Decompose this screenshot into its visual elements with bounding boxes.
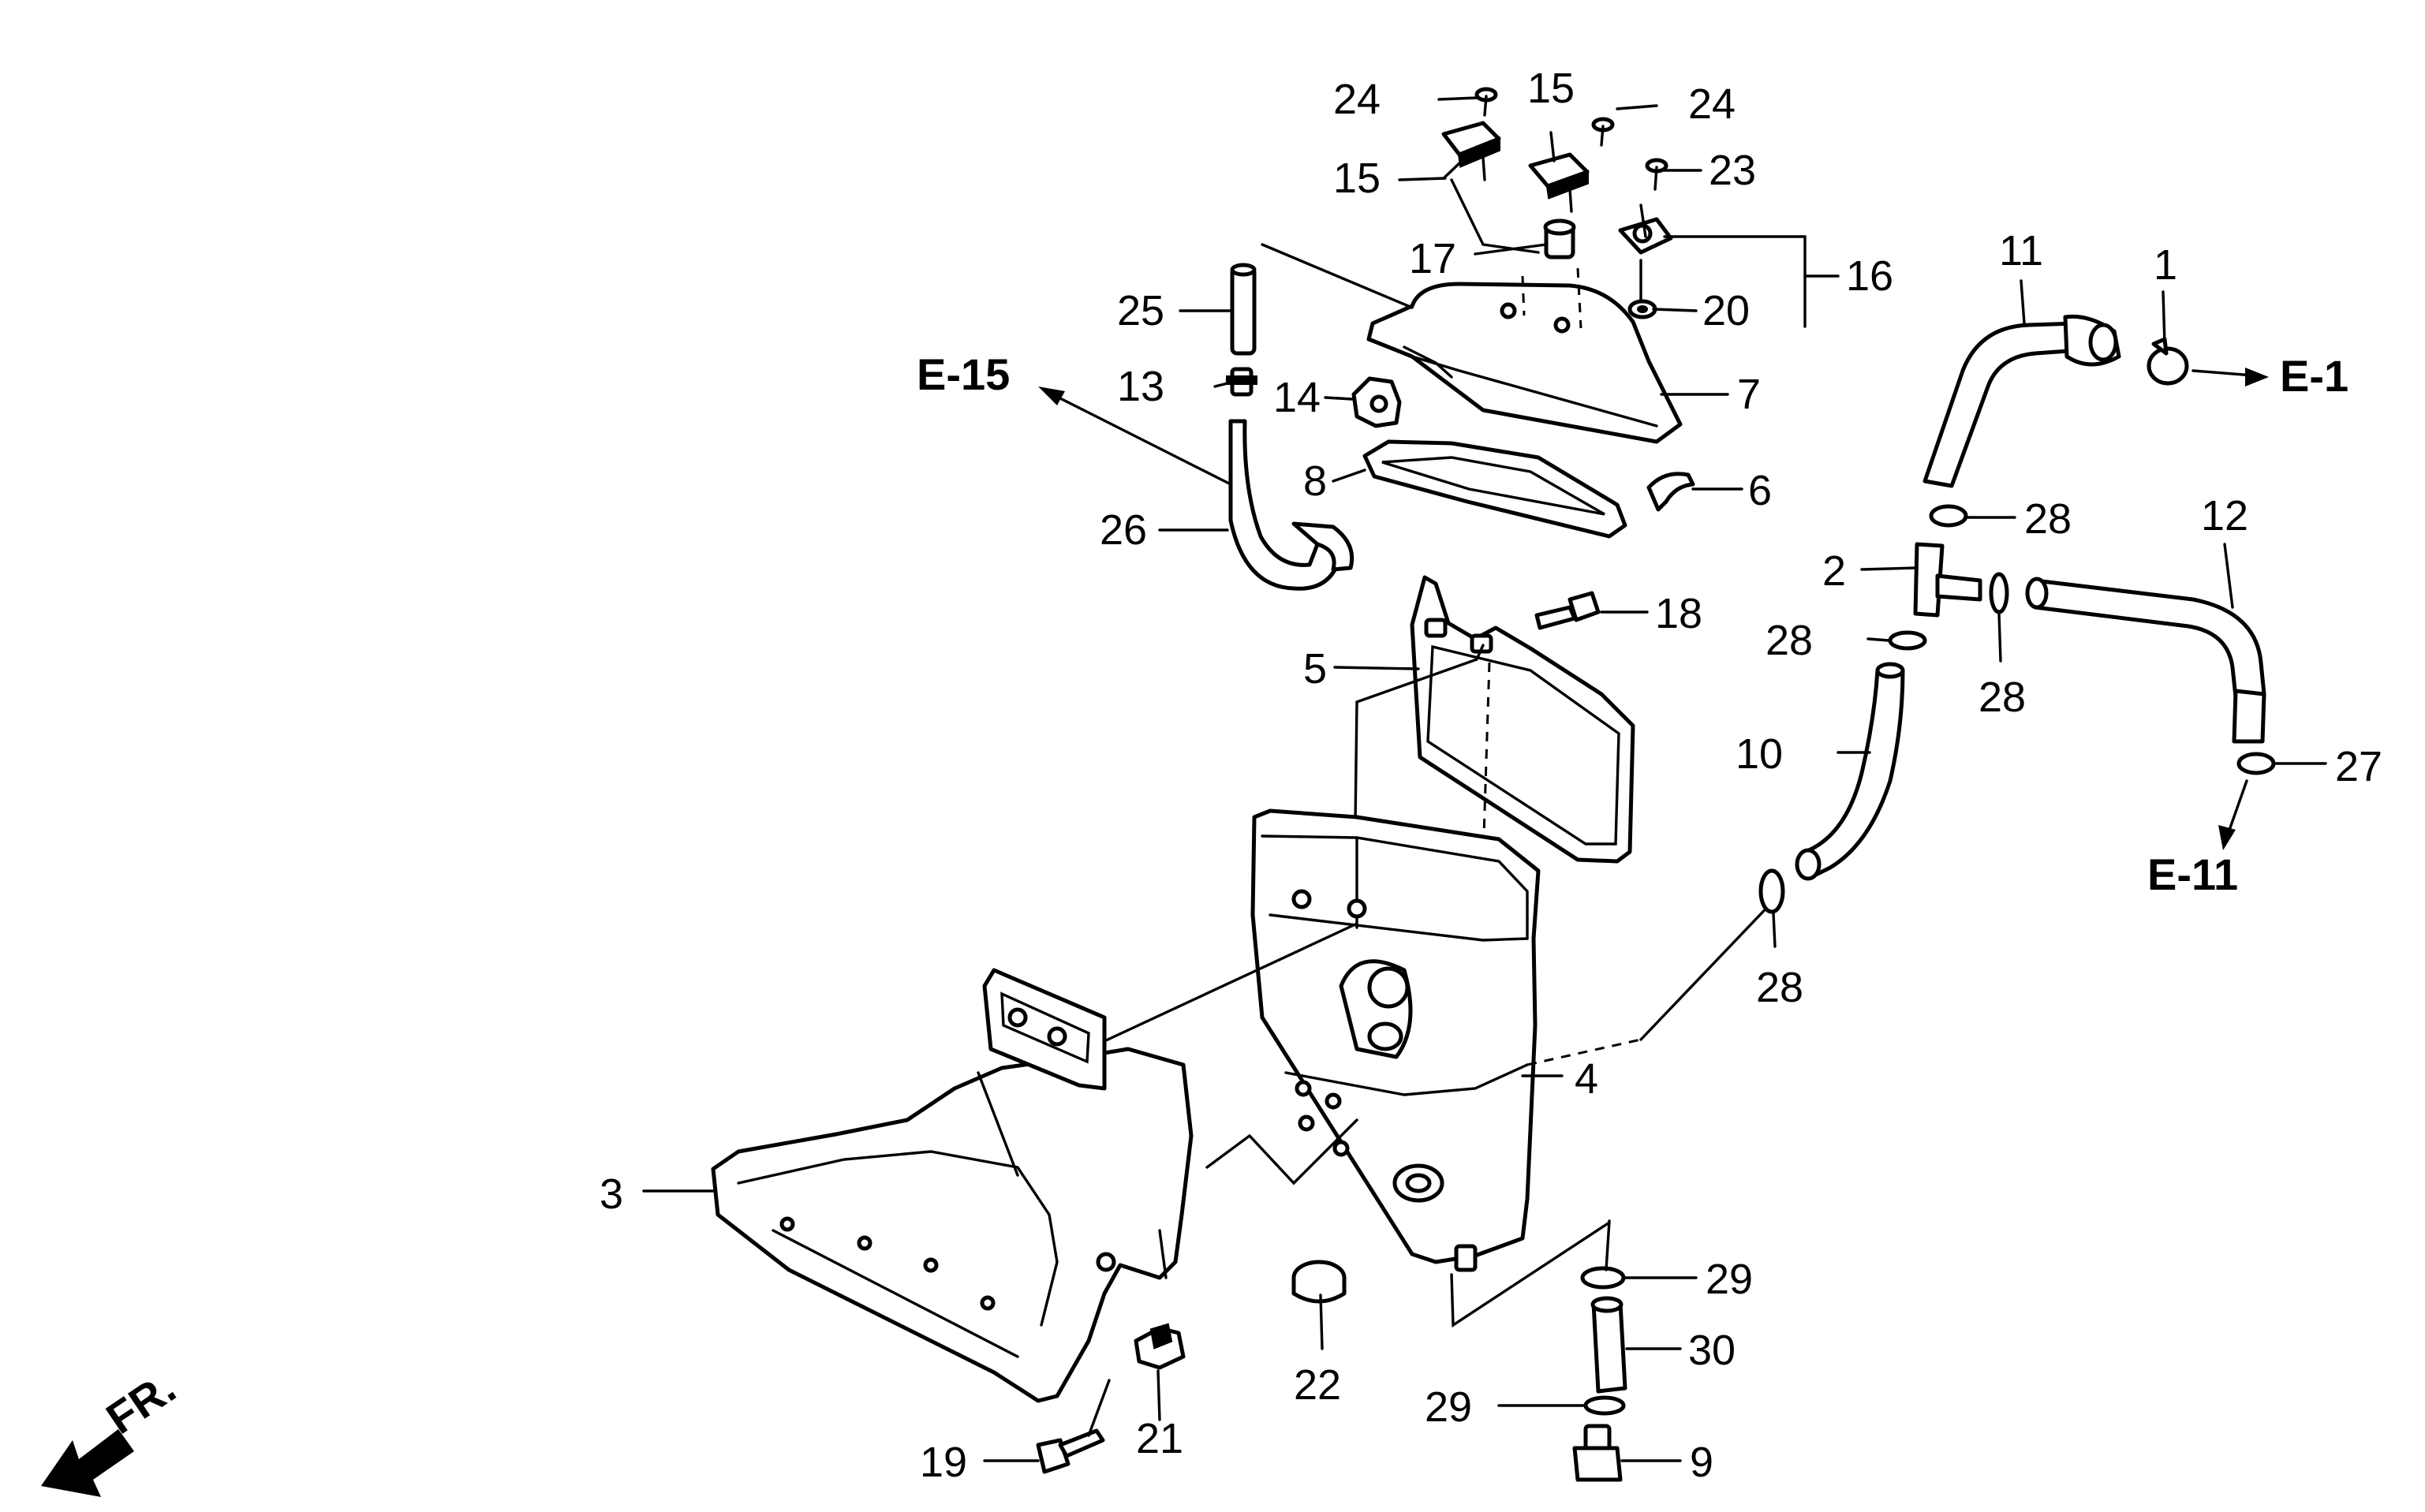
clamp-28c	[1888, 630, 1927, 651]
label-19: 19	[920, 1439, 967, 1486]
label-10: 10	[1736, 730, 1783, 778]
label-14: 14	[1273, 374, 1321, 421]
label-13: 13	[1117, 363, 1164, 410]
clip-6	[1646, 472, 1695, 512]
label-28-d: 28	[1756, 964, 1803, 1011]
bolt-18	[1534, 591, 1601, 630]
ref-e-1: E-1	[2280, 351, 2348, 401]
label-25: 25	[1117, 287, 1164, 334]
hose-12	[2025, 577, 2266, 744]
bolt-19	[1036, 1428, 1105, 1474]
label-22: 22	[1294, 1361, 1341, 1409]
rubber-mount-17	[1543, 218, 1576, 259]
cap-22	[1291, 1260, 1347, 1304]
screw-24a	[1474, 87, 1498, 117]
clamp-27	[2236, 752, 2276, 775]
screw-24b	[1591, 117, 1615, 147]
label-5: 5	[1303, 645, 1327, 693]
label-18: 18	[1655, 590, 1702, 637]
element-5	[1410, 575, 1635, 864]
label-26: 26	[1100, 506, 1147, 554]
label-28-c: 28	[1978, 674, 2026, 721]
clamp-1	[2147, 337, 2189, 386]
duct-3	[711, 968, 1194, 1403]
label-7: 7	[1737, 371, 1761, 418]
label-27: 27	[2335, 743, 2382, 790]
front-arrow-icon	[41, 1429, 134, 1497]
hose-10	[1795, 662, 1905, 881]
leader-lines	[642, 96, 2327, 1462]
label-29-bottom: 29	[1425, 1383, 1472, 1431]
front-label: FR.	[97, 1362, 184, 1443]
clamp-29a	[1580, 1266, 1626, 1290]
label-21: 21	[1136, 1415, 1183, 1462]
label-24-left: 24	[1333, 76, 1381, 123]
label-6: 6	[1748, 467, 1772, 514]
label-28-b: 28	[1766, 617, 1813, 664]
grommet-14	[1351, 376, 1402, 428]
screw-23	[1645, 158, 1668, 191]
label-15-top: 15	[1527, 65, 1575, 112]
cover-gasket-8	[1362, 439, 1627, 539]
ref-e-11: E-11	[2147, 849, 2238, 899]
label-16: 16	[1846, 252, 1893, 300]
label-24-right: 24	[1688, 80, 1736, 128]
tube-25	[1230, 263, 1257, 356]
tube-30	[1590, 1296, 1627, 1394]
label-2: 2	[1822, 547, 1846, 595]
clip-21	[1134, 1323, 1186, 1370]
joint-2	[1913, 542, 1982, 618]
label-8: 8	[1303, 457, 1327, 505]
air-cleaner-cover-7	[1366, 282, 1683, 444]
ref-e-15: E-15	[917, 349, 1010, 399]
label-17: 17	[1409, 235, 1456, 282]
clamp-28a	[1929, 504, 1968, 528]
label-12: 12	[2201, 492, 2248, 539]
label-11: 11	[1999, 227, 2043, 274]
joint-13	[1226, 367, 1257, 397]
label-30: 30	[1688, 1327, 1736, 1374]
label-28-a: 28	[2024, 495, 2072, 543]
label-15-left: 15	[1333, 155, 1381, 202]
clamp-28b	[1989, 572, 2009, 614]
washer-20	[1627, 299, 1657, 319]
label-4: 4	[1575, 1055, 1598, 1103]
clamp-29b	[1583, 1395, 1626, 1416]
label-20: 20	[1702, 287, 1750, 334]
clamp-28d	[1758, 868, 1785, 914]
hose-26	[1228, 419, 1354, 591]
plug-9	[1572, 1424, 1623, 1482]
label-9: 9	[1690, 1439, 1713, 1486]
setting-bracket-15b	[1528, 152, 1590, 213]
label-29-top: 29	[1706, 1256, 1753, 1303]
label-3: 3	[600, 1170, 623, 1218]
case-4	[1250, 808, 1541, 1272]
hose-11	[1922, 314, 2121, 488]
label-1: 1	[2154, 241, 2177, 289]
label-23: 23	[1709, 147, 1756, 194]
